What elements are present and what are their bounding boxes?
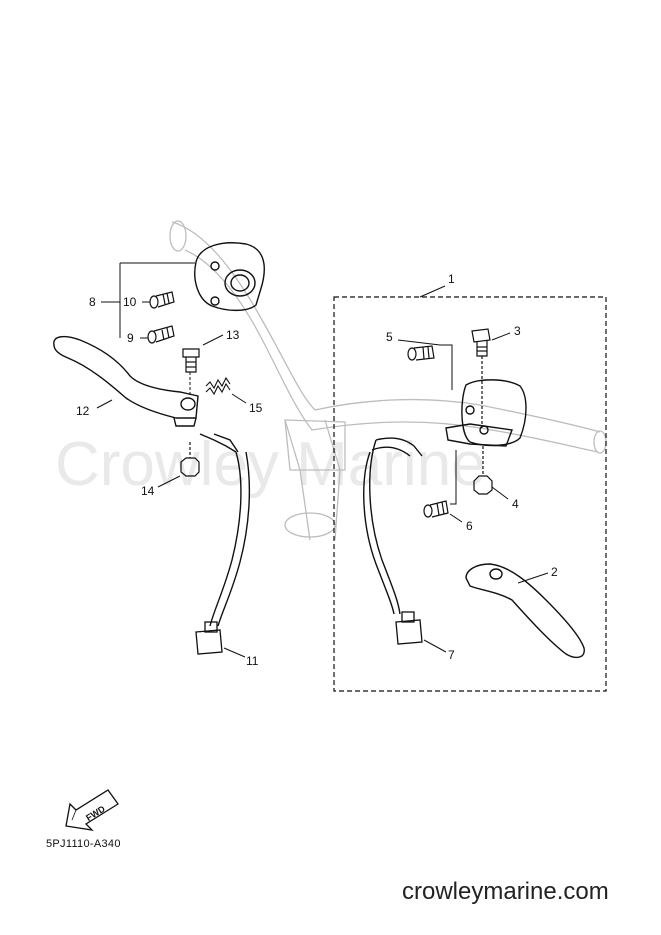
- connector-11: [195, 621, 223, 655]
- callout-6: 6: [466, 519, 473, 533]
- right-switch-housing: [445, 379, 527, 447]
- callout-9: 9: [127, 331, 134, 345]
- right-lever: [465, 563, 585, 659]
- connector-7: [395, 611, 423, 645]
- screw-10: [149, 291, 175, 309]
- leader-lines: [96, 262, 549, 658]
- callout-15: 15: [249, 401, 263, 415]
- callout-10: 10: [123, 295, 137, 309]
- left-switch-housing: [194, 242, 265, 312]
- callout-7: 7: [448, 648, 455, 662]
- callout-8: 8: [89, 295, 96, 309]
- leader-6-dash: [450, 450, 457, 505]
- callout-1: 1: [448, 272, 455, 286]
- right-cable: [363, 437, 423, 615]
- site-url: crowleymarine.com: [402, 878, 609, 905]
- screw-5: [407, 345, 435, 361]
- nut-4: [473, 446, 493, 495]
- assembly-box: [333, 296, 607, 692]
- callout-3: 3: [514, 324, 521, 338]
- callout-2: 2: [551, 565, 558, 579]
- handlebar: [169, 220, 607, 541]
- callout-14: 14: [141, 484, 155, 498]
- nut-14: [180, 442, 200, 477]
- bolt-13: [182, 348, 200, 373]
- screw-9: [147, 325, 175, 344]
- screw-6: [423, 500, 449, 518]
- callout-4: 4: [512, 497, 519, 511]
- left-cable: [199, 433, 251, 627]
- callouts: 1 2 3 4 5 6 7 8 9 10 11 12 13 14 15: [76, 272, 558, 668]
- callout-13: 13: [226, 328, 240, 342]
- diagram-code: 5PJ1110-A340: [46, 838, 121, 850]
- watermark-text: Crowley Marine: [55, 430, 486, 499]
- fwd-arrow-icon: FWD: [65, 789, 119, 831]
- spring-15: [205, 376, 231, 396]
- bolt-3: [471, 328, 491, 428]
- callout-5: 5: [386, 330, 393, 344]
- callout-11: 11: [246, 654, 259, 668]
- left-lever: [53, 335, 199, 427]
- callout-12: 12: [76, 404, 90, 418]
